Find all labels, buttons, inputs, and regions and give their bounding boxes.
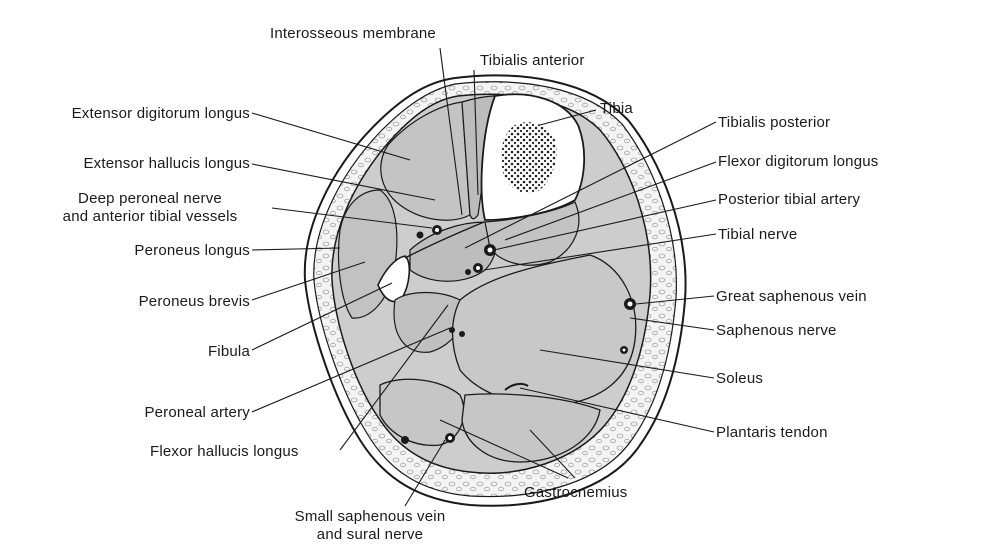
leader-peroneus-brevis — [251, 261, 366, 301]
plantaris-tendon — [504, 382, 529, 391]
label-flexor-digitorum-longus: Flexor digitorum longus — [718, 153, 879, 170]
label-posterior-tibial-artery: Posterior tibial artery — [718, 191, 861, 208]
label-soleus: Soleus — [716, 370, 764, 387]
leader-tibia — [539, 109, 597, 126]
label-peroneus-longus: Peroneus longus — [134, 242, 250, 259]
label-interosseous-membrane: Interosseous membrane — [270, 25, 436, 42]
label-peroneal-artery: Peroneal artery — [144, 404, 250, 421]
fibula-bone — [377, 255, 411, 303]
leader-gastrocnemius-a — [439, 419, 569, 479]
leader-flexor-hallucis-longus — [339, 304, 449, 451]
label-saphenous-nerve: Saphenous nerve — [716, 322, 837, 339]
leader-plantaris-tendon — [519, 387, 715, 433]
label-extensor-hallucis-longus: Extensor hallucis longus — [83, 155, 250, 172]
leader-peroneal-artery — [251, 327, 451, 413]
label-flexor-hallucis-longus: Flexor hallucis longus — [150, 443, 299, 460]
leader-great-saphenous-vein — [635, 295, 715, 305]
label-tibial-nerve: Tibial nerve — [718, 226, 798, 243]
leader-gastrocnemius-b — [529, 429, 576, 479]
flexor-digitorum-longus-muscle — [484, 201, 580, 266]
leader-soleus — [539, 349, 715, 379]
gastrocnemius-medial-head — [461, 393, 601, 463]
leader-posterior-tibial-artery — [493, 199, 717, 251]
label-gastrocnemius: Gastrocnemius — [524, 484, 628, 501]
leader-saphenous-nerve — [629, 317, 715, 331]
leader-tibialis-anterior — [473, 69, 479, 196]
label-deep-peroneal-line2: and anterior tibial vessels — [62, 208, 238, 225]
great-saphenous-vein — [620, 298, 636, 354]
peroneal-vessels — [449, 327, 465, 337]
soleus-muscle — [451, 254, 637, 407]
label-tibialis-posterior: Tibialis posterior — [718, 114, 831, 131]
label-peroneus-brevis: Peroneus brevis — [138, 293, 250, 310]
interosseous-membrane — [404, 221, 485, 259]
label-deep-peroneal-line1: Deep peroneal nerve — [78, 190, 222, 207]
leader-fibula — [251, 282, 393, 351]
leader-extensor-hallucis-longus — [251, 163, 436, 201]
leader-lines — [251, 47, 717, 507]
label-small-saphenous-line2: and sural nerve — [316, 526, 424, 543]
leader-tibialis-posterior — [464, 121, 717, 249]
posterior-tibial-vessels — [465, 244, 496, 275]
label-tibia: Tibia — [600, 100, 633, 117]
extensor-digitorum-longus-muscle — [380, 101, 471, 221]
label-plantaris-tendon: Plantaris tendon — [716, 424, 828, 441]
label-tibialis-anterior: Tibialis anterior — [480, 52, 585, 69]
leader-tibial-nerve — [483, 233, 717, 271]
leader-interosseous-membrane — [439, 47, 463, 216]
leader-flexor-digitorum-longus — [504, 161, 717, 241]
leader-small-saphenous — [404, 439, 446, 507]
deep-peroneal-vessels — [416, 225, 442, 239]
label-great-saphenous-vein: Great saphenous vein — [716, 288, 867, 305]
leader-extensor-digitorum-longus — [251, 112, 411, 161]
label-fibula: Fibula — [207, 343, 250, 360]
tibia-marrow — [501, 122, 557, 194]
label-small-saphenous-line1: Small saphenous vein — [294, 508, 446, 525]
small-saphenous-vein — [401, 433, 455, 444]
gastrocnemius-lateral-head — [379, 378, 465, 447]
leader-peroneus-longus — [251, 247, 341, 251]
label-extensor-digitorum-longus: Extensor digitorum longus — [71, 105, 250, 122]
leader-deep-peroneal — [271, 207, 433, 229]
